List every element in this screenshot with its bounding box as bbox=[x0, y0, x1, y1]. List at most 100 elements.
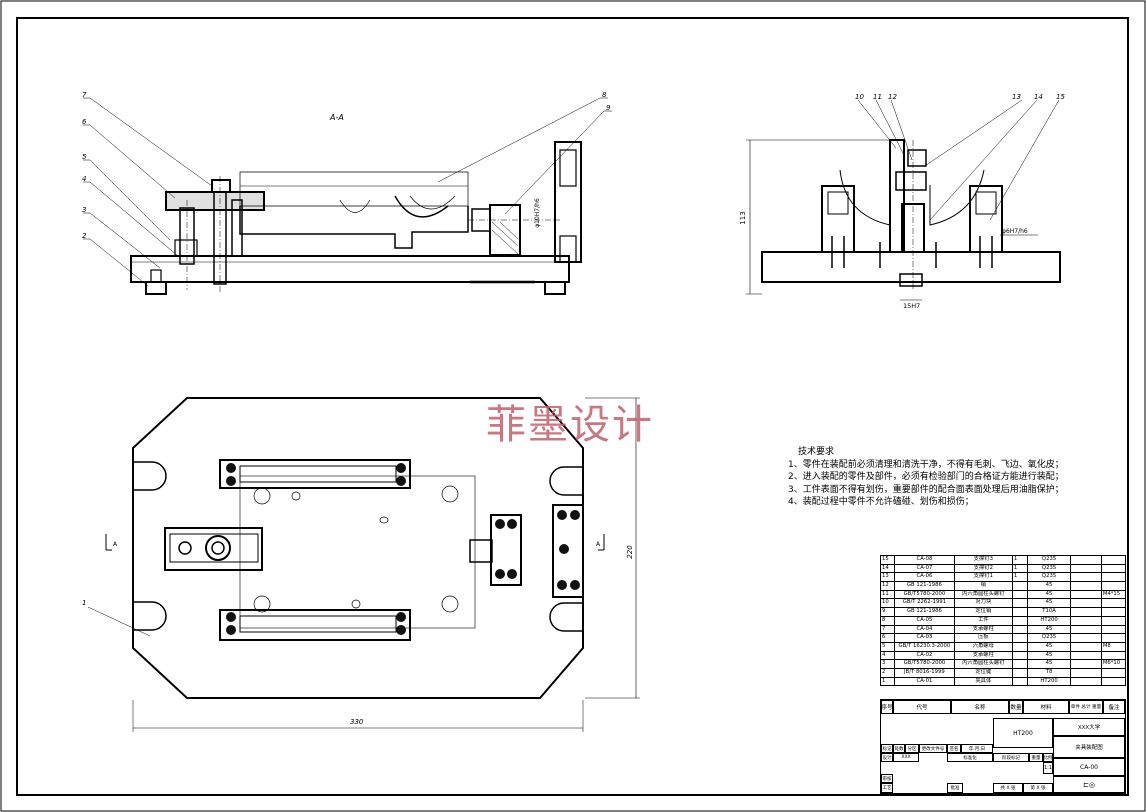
bom-cell bbox=[1011, 667, 1028, 678]
tb-projection-symbol: ⊏◎ bbox=[1053, 776, 1125, 793]
drawing-border bbox=[16, 17, 1129, 796]
tb-header-code: 代号 bbox=[893, 700, 951, 714]
bom-cell: 15 bbox=[880, 555, 895, 565]
bom-cell: 45 bbox=[1026, 659, 1072, 669]
bom-cell: M4*15 bbox=[1100, 589, 1127, 600]
bom-cell: CA-02 bbox=[894, 650, 955, 661]
tb-label-weight: 重量 bbox=[1029, 753, 1043, 762]
tb-material: HT200 bbox=[993, 718, 1053, 748]
bom-cell: Q235 bbox=[1026, 633, 1072, 643]
bom-cell bbox=[1070, 615, 1102, 626]
bom-cell bbox=[1011, 581, 1028, 591]
bom-cell: 9 bbox=[880, 607, 895, 617]
bom-cell bbox=[1100, 676, 1127, 687]
bom-cell: CA-08 bbox=[894, 555, 955, 565]
tb-label-change: 更改文件号 bbox=[919, 744, 947, 753]
bom-cell: HT200 bbox=[1026, 615, 1072, 626]
bom-cell: CA-01 bbox=[894, 676, 955, 687]
bom-cell: 工件 bbox=[953, 615, 1013, 626]
bom-cell: CA-03 bbox=[894, 633, 955, 643]
bom-cell: CA-04 bbox=[894, 624, 955, 635]
bom-cell: 支撑钉2 bbox=[953, 563, 1013, 574]
bom-cell: 夹具体 bbox=[953, 676, 1013, 687]
bom-cell: GB/T5780-2000 bbox=[894, 589, 955, 600]
bom-cell bbox=[1100, 598, 1127, 609]
bom-cell: T10A bbox=[1026, 607, 1072, 617]
tb-label-date: 年.月.日 bbox=[961, 744, 993, 753]
tb-drawing-no: CA-00 bbox=[1053, 758, 1125, 776]
bom-cell: 支承螺柱 bbox=[953, 650, 1013, 661]
bom-cell bbox=[1100, 572, 1127, 583]
tb-school: XXX大学 bbox=[1053, 718, 1125, 736]
tb-label-process: 工艺 bbox=[881, 783, 893, 793]
tb-sheet-total: 共 X 张 bbox=[993, 783, 1023, 793]
tb-scale-value: 1:1 bbox=[1043, 762, 1053, 774]
bom-cell: CA-07 bbox=[894, 563, 955, 574]
balloon-15: 15 bbox=[1056, 93, 1065, 101]
bom-cell: 内六角圆柱头螺钉 bbox=[953, 589, 1013, 600]
plan-dark-fills bbox=[226, 463, 580, 635]
balloon-6: 6 bbox=[82, 118, 87, 126]
bom-cell: 销 bbox=[953, 581, 1013, 591]
bom-cell: HT200 bbox=[1026, 676, 1072, 687]
bom-cell: GB/T5780-2000 bbox=[894, 659, 955, 669]
bom-cell: 11 bbox=[880, 589, 895, 600]
bom-cell: 支撑钉1 bbox=[953, 572, 1013, 583]
tb-header-seq: 序号 bbox=[881, 700, 893, 714]
width-dimension: 330 bbox=[350, 718, 364, 726]
fit-dimension-side: φ6H7/h6 bbox=[1002, 228, 1028, 235]
tb-label-review: 审核 bbox=[881, 774, 893, 783]
section-view-aa: A-A bbox=[83, 97, 612, 637]
bom-cell bbox=[1100, 650, 1127, 661]
bom-cell: 1 bbox=[1011, 572, 1028, 583]
side-view: 113 φ6H7/h6 15H7 bbox=[739, 99, 1061, 310]
bom-cell: 压板 bbox=[953, 633, 1013, 643]
bom-cell: 45 bbox=[1026, 641, 1072, 652]
bom-cell: 45 bbox=[1026, 650, 1072, 661]
bom-cell bbox=[1100, 555, 1127, 565]
bom-cell bbox=[1011, 624, 1028, 635]
bom-cell bbox=[1011, 607, 1028, 617]
bom-cell: JB/T 8016-1999 bbox=[894, 667, 955, 678]
bom-cell bbox=[1011, 633, 1028, 643]
tb-label-mark: 标记 bbox=[881, 744, 893, 753]
depth-dimension: 220 bbox=[626, 545, 634, 559]
bom-cell bbox=[1100, 607, 1127, 617]
bom-cell: M6*10 bbox=[1100, 659, 1127, 669]
bom-cell bbox=[1070, 650, 1102, 661]
bom-cell: 12 bbox=[880, 581, 895, 591]
bom-cell bbox=[1011, 589, 1028, 600]
balloon-1: 1 bbox=[82, 599, 86, 607]
balloon-9: 9 bbox=[606, 104, 611, 112]
bom-cell bbox=[1070, 581, 1102, 591]
bom-cell: GB 121-1986 bbox=[894, 581, 955, 591]
bom-cell bbox=[1070, 641, 1102, 652]
tech-item-1: 1、零件在装配前必须清理和清洗干净，不得有毛刺、飞边、氧化皮； bbox=[788, 459, 1064, 470]
bom-cell: 支承螺柱 bbox=[953, 624, 1013, 635]
bom-cell: 支撑钉3 bbox=[953, 555, 1013, 565]
bom-cell: GB/T 2262-1991 bbox=[894, 598, 955, 609]
bom-cell: M8 bbox=[1100, 641, 1127, 652]
tb-label-approve: 批准 bbox=[947, 783, 963, 793]
bom-cell: Q235 bbox=[1026, 572, 1072, 583]
tb-sheet-no: 第 X 张 bbox=[1023, 783, 1053, 793]
bom-cell bbox=[1070, 572, 1102, 583]
plan-view: 330 220 bbox=[105, 397, 640, 732]
balloon-labels-side: 10 11 12 13 14 15 bbox=[855, 93, 1065, 101]
section-label: A-A bbox=[329, 113, 344, 122]
bom-cell: 1 bbox=[1011, 555, 1028, 565]
height-dimension: 113 bbox=[739, 211, 747, 224]
bom-cell bbox=[1011, 650, 1028, 661]
bom-cell: Q235 bbox=[1026, 555, 1072, 565]
bom-cell: CA-05 bbox=[894, 615, 955, 626]
tb-header-remark: 备注 bbox=[1103, 700, 1125, 714]
bom-cell: 8 bbox=[880, 615, 895, 626]
